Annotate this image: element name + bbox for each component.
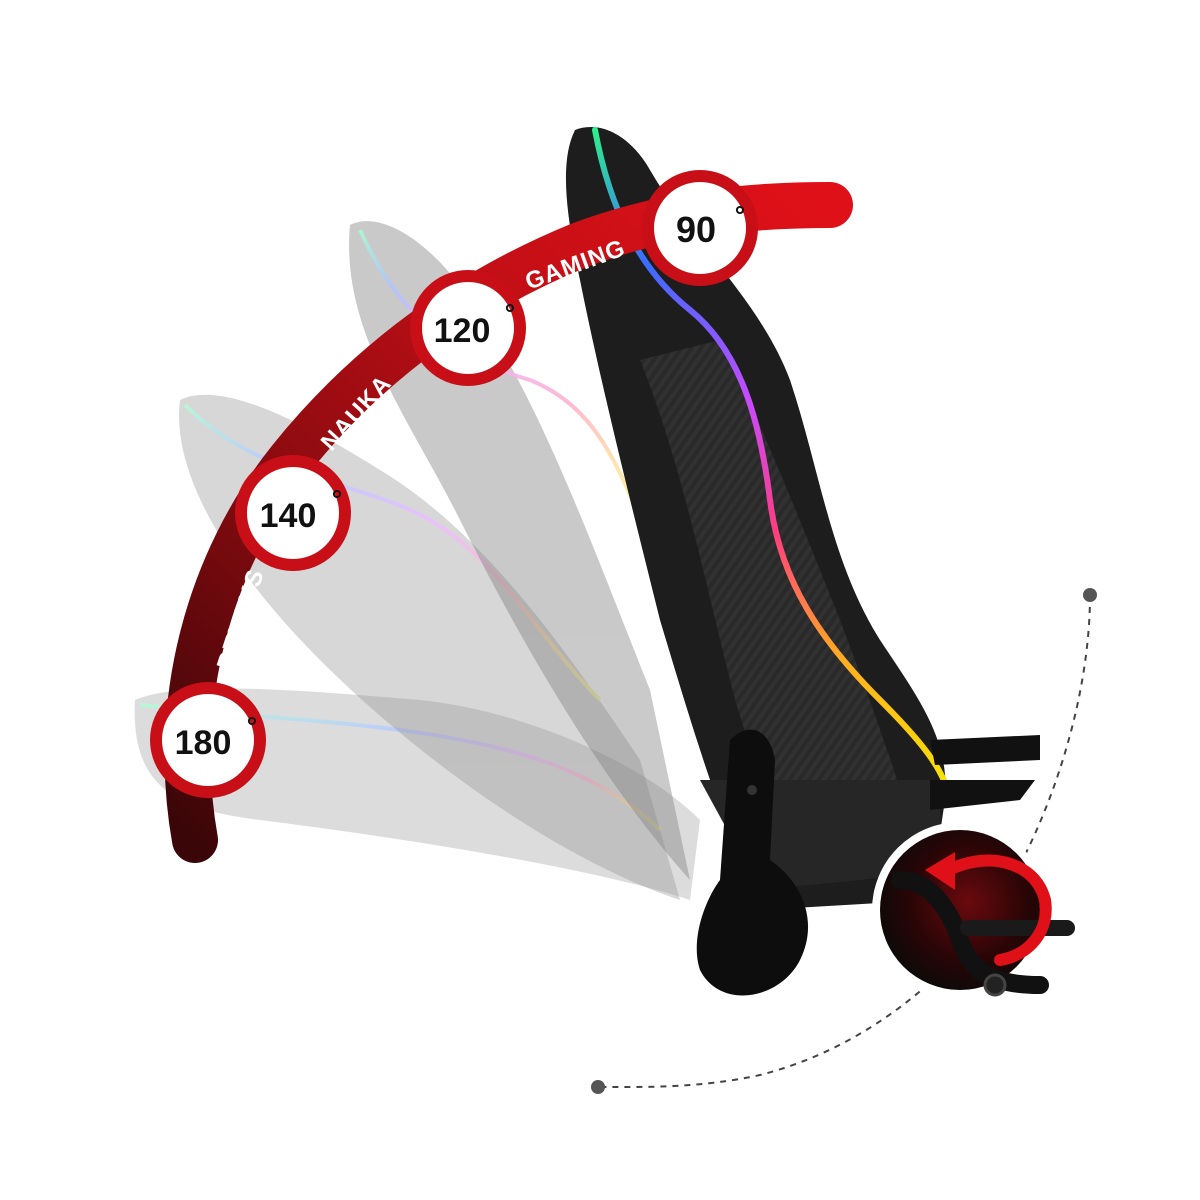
- angle-value-90: 90: [676, 209, 716, 250]
- rotation-guide: [591, 588, 1097, 1094]
- angle-badge-140: 140 °: [235, 455, 351, 571]
- degree-symbol: °: [332, 484, 342, 514]
- angle-value-140: 140: [260, 497, 317, 535]
- degree-symbol: °: [505, 298, 515, 328]
- main-chair: [565, 126, 1040, 996]
- degree-symbol: °: [735, 200, 745, 230]
- degree-symbol: °: [247, 711, 257, 741]
- angle-value-120: 120: [434, 312, 491, 350]
- angle-badge-180: 180 °: [150, 682, 266, 798]
- angle-badge-120: 120 °: [410, 270, 526, 386]
- rotate-arrow-icon: [925, 852, 1052, 966]
- ghost-chair-120: [349, 221, 690, 880]
- angle-badge-90: 90 °: [642, 170, 758, 286]
- recline-mechanism: [696, 729, 809, 996]
- lever-zoom: [872, 822, 1075, 998]
- angle-value-180: 180: [175, 724, 232, 762]
